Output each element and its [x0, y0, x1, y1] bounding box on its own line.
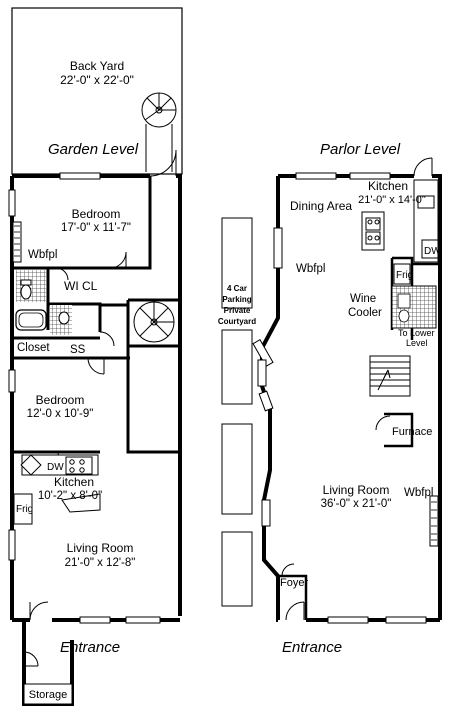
garden-level-title: Garden Level	[48, 141, 139, 158]
parlor-living-label: Living Room	[323, 483, 390, 497]
garden-fireplace	[12, 221, 22, 263]
dining-area-label: Dining Area	[290, 199, 352, 213]
parlor-bay-windows	[252, 227, 283, 527]
garden-living-label: Living Room	[67, 541, 134, 555]
parlor-doors	[281, 157, 433, 621]
garden-kitchen-appliances	[13, 454, 101, 525]
garden-kitchen-label: Kitchen	[54, 475, 94, 489]
parking-space-2	[221, 329, 253, 405]
courtyard-line-4: Courtyard	[218, 317, 256, 326]
parlor-outer-walls	[260, 174, 442, 622]
garden-spiral-stair	[133, 301, 175, 343]
courtyard-line-1: 4 Car	[227, 284, 247, 293]
parlor-living-fireplace	[429, 495, 439, 547]
toilet	[20, 284, 32, 300]
back-yard-label: Back Yard	[70, 59, 124, 73]
courtyard-line-3: Private	[224, 306, 251, 315]
parlor-level-title: Parlor Level	[320, 141, 401, 158]
garden-dw-label: DW	[47, 462, 64, 473]
bedroom-1-label: Bedroom	[72, 207, 121, 221]
wine-cooler-label-2: Cooler	[348, 307, 382, 319]
wine-cooler-label-1: Wine	[350, 293, 376, 305]
garden-living-dims: 21'-0" x 12'-8"	[65, 557, 136, 569]
bedroom-2-label: Bedroom	[36, 393, 85, 407]
yard-spiral-stair	[141, 92, 177, 172]
garden-kitchen-dims: 10'-2" x 8'-0"	[38, 490, 102, 502]
parlor-living-dims: 36'-0" x 21'-0"	[321, 498, 392, 510]
furnace-label: Furnace	[392, 426, 432, 438]
wicl-label: WI CL	[64, 279, 98, 293]
garden-frig-label: Frig	[16, 504, 33, 515]
closet-label: Closet	[17, 342, 50, 354]
parlor-level-plan	[252, 157, 442, 624]
parlor-entrance-label: Entrance	[282, 639, 342, 656]
parking-space-1	[221, 217, 253, 309]
parlor-windows	[295, 172, 427, 624]
garden-interior-walls	[12, 176, 180, 454]
bedroom-1-dims: 17'-0" x 11'-7"	[61, 222, 131, 234]
parking-space-4	[221, 531, 253, 607]
garden-windows	[8, 172, 161, 624]
to-lower-label-2: Level	[406, 338, 428, 348]
garden-level-plan	[8, 7, 183, 706]
parlor-kitchen-fixtures	[361, 179, 439, 285]
ss-label: SS	[70, 344, 86, 356]
parlor-frig-label: Frig	[396, 270, 413, 281]
bath-sink	[58, 311, 70, 325]
foyer-label: Foyer	[280, 577, 308, 589]
to-lower-label-1: To Lower	[398, 328, 435, 338]
parlor-dw-label: DW	[424, 246, 441, 257]
parking-space-3	[221, 423, 253, 515]
bathroom-tile-floor	[16, 270, 46, 302]
storage-box	[23, 683, 73, 705]
courtyard-parking	[221, 217, 253, 607]
parlor-kitchen-dims: 21'-0" x 14'-0"	[358, 194, 426, 206]
parlor-kitchen-label: Kitchen	[368, 179, 408, 193]
parlor-wbfpl-1-label: Wbfpl	[296, 263, 325, 275]
bedroom-2-dims: 12'-0 x 10'-9"	[27, 408, 94, 420]
garden-entrance-label: Entrance	[60, 639, 120, 656]
parlor-wbfpl-2-label: Wbfpl	[404, 487, 433, 499]
courtyard-line-2: Parking	[222, 295, 251, 304]
garden-wbfpl-label: Wbfpl	[28, 249, 57, 261]
stair-to-lower-level	[369, 355, 411, 397]
storage-label: Storage	[29, 689, 68, 701]
back-yard-dims: 22'-0" x 22'-0"	[60, 73, 134, 87]
